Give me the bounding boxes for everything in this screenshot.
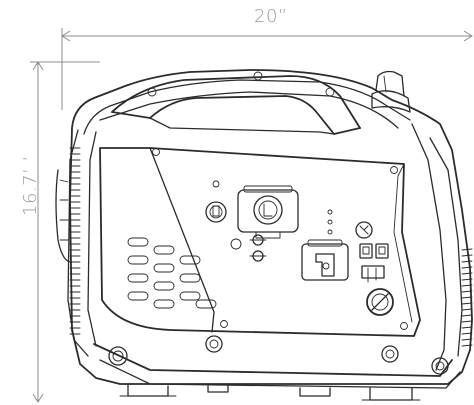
carry-handle — [111, 71, 361, 135]
louver-slot — [179, 255, 201, 265]
base-frame — [93, 343, 461, 401]
right-fin — [461, 296, 473, 299]
eco-switch — [355, 221, 373, 239]
right-fin — [461, 260, 473, 263]
louver-slot — [127, 273, 149, 283]
right-fin — [461, 314, 473, 317]
right-vent-fins — [411, 123, 473, 371]
right-fin — [461, 320, 473, 323]
left-vent-fins — [67, 129, 97, 357]
louver-slot — [153, 281, 175, 291]
right-fin — [461, 338, 473, 341]
louver-slot — [127, 255, 149, 265]
right-fin — [461, 326, 473, 329]
usb-outlet — [205, 180, 242, 250]
width-dimension-line — [61, 28, 473, 110]
circuit-breakers — [359, 243, 389, 259]
fuel-cap — [371, 70, 411, 113]
right-fin — [461, 344, 473, 347]
louver-slot — [153, 245, 175, 255]
corner-bolts — [108, 335, 449, 375]
louver-slots — [127, 237, 217, 309]
louver-slot — [179, 273, 201, 283]
right-fin — [461, 284, 473, 287]
width-dimension-label: 20” — [254, 6, 288, 27]
indicator-lights — [327, 209, 333, 235]
louver-slot — [179, 291, 201, 301]
right-fin — [461, 272, 473, 275]
parallel-outlet — [301, 239, 349, 281]
louver-slot — [127, 237, 149, 247]
ac-outlet — [237, 185, 299, 239]
generator-body — [69, 69, 473, 385]
louver-slot — [127, 291, 149, 301]
height-dimension-line — [30, 61, 100, 403]
control-panel — [99, 147, 421, 337]
dc-terminals — [249, 234, 267, 262]
right-fin — [461, 308, 473, 311]
right-fin — [461, 302, 473, 305]
choke-lever — [361, 265, 385, 283]
left-side-contour — [55, 169, 71, 263]
louver-slot — [195, 299, 217, 309]
right-fin — [461, 290, 473, 293]
right-fin — [461, 254, 473, 257]
louver-slot — [153, 299, 175, 309]
right-fin — [461, 248, 473, 251]
engine-switch-knob — [366, 288, 394, 316]
right-fin — [461, 266, 473, 269]
right-fin — [461, 278, 473, 281]
right-fin — [461, 332, 473, 335]
louver-slot — [153, 263, 175, 273]
